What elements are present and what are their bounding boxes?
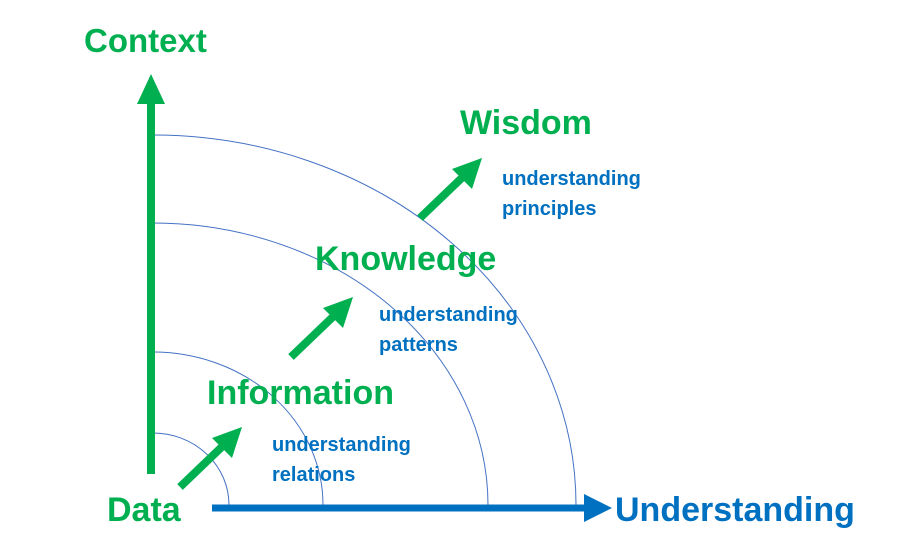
level-wisdom-title: Wisdom <box>460 104 592 142</box>
level-knowledge-title: Knowledge <box>315 240 496 278</box>
level-wisdom-desc-1: understanding <box>502 168 641 190</box>
arc-wisdom <box>152 134 577 506</box>
arrow-knowledge-to-wisdom <box>417 158 482 221</box>
level-knowledge-desc-2: patterns <box>379 334 458 356</box>
level-information-desc-2: relations <box>272 464 355 486</box>
level-information-desc-1: understanding <box>272 434 411 456</box>
level-wisdom-desc-2: principles <box>502 198 596 220</box>
understanding-label: Understanding <box>615 491 855 529</box>
level-data-title: Data <box>107 491 182 529</box>
arc-data <box>152 432 230 506</box>
context-axis <box>137 74 165 474</box>
arc-knowledge <box>152 222 489 506</box>
arc-information <box>152 351 324 506</box>
arrow-information-to-knowledge <box>288 297 353 360</box>
arrow-data-to-information <box>177 427 242 490</box>
level-knowledge-desc-1: understanding <box>379 304 518 326</box>
understanding-axis <box>212 494 612 522</box>
level-information-title: Information <box>207 374 394 412</box>
context-label: Context <box>84 22 207 59</box>
